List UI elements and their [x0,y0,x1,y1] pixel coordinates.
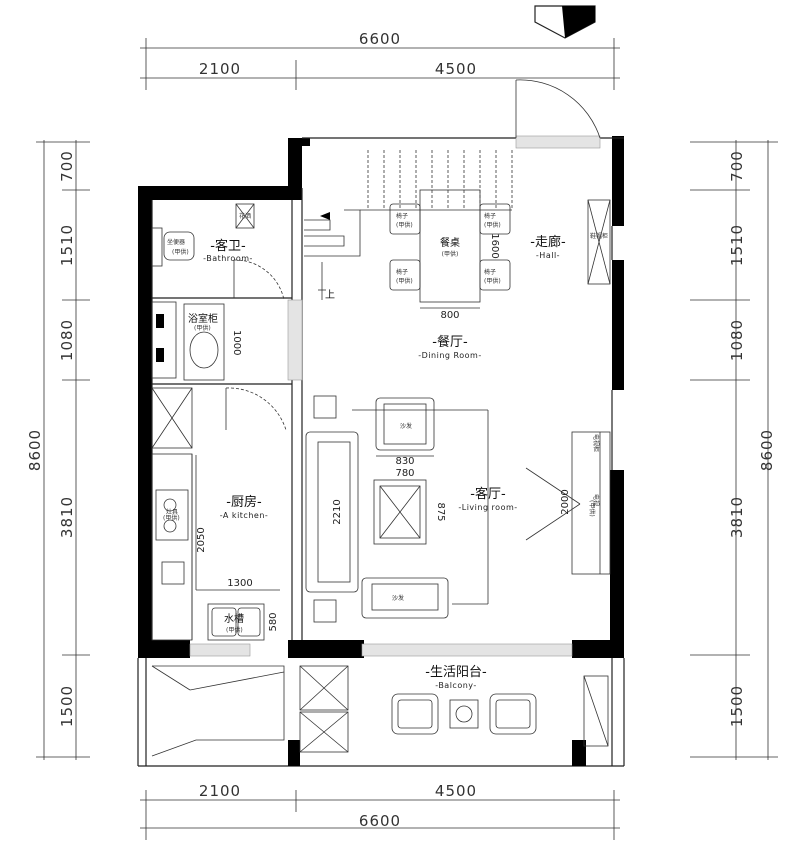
armchair-label: 沙发 [400,422,412,430]
dim-left-1080: 1080 [58,319,76,361]
vanity-height: 1000 [231,330,242,355]
table-sub: (甲供) [442,250,459,258]
sofa-bottom-label: 沙发 [392,594,404,602]
chair-2-sub: (甲供) [484,221,501,229]
dim-right-total: 8600 [758,429,776,471]
kitchen-width: 1300 [227,578,252,589]
hall-area: 鞋帽柜 [587,199,611,285]
table-width: 800 [440,310,459,321]
armchair-width: 830 [395,456,414,467]
dim-bottom-total: 6600 [359,812,401,830]
north-arrow-icon [534,5,596,39]
dim-top-right: 4500 [435,60,477,78]
table-height: 1600 [489,233,500,258]
dim-right-1510: 1510 [728,224,746,266]
kitchen-name-en: -A kitchen- [220,511,269,520]
dining-name-en: -Dining Room- [418,351,481,360]
dim-right-3810: 3810 [728,496,746,538]
dim-left-1500: 1500 [58,685,76,727]
tv-sub: (甲供) [588,500,596,517]
dining-area: 餐桌 (甲供) 800 1600 椅子 (甲供) 椅子 (甲供) 椅子 (甲供)… [389,189,511,321]
dimension-lines [36,38,778,840]
chair-4-sub: (甲供) [484,277,501,285]
coffee-table-width: 780 [395,468,414,479]
balcony-name: -生活阳台- [425,665,487,680]
entrance-door-icon [515,79,601,139]
dim-bottom-left: 2100 [199,782,241,800]
table-label: 餐桌 [440,236,460,249]
dim-left-700: 700 [58,150,76,182]
chair-2-label: 椅子 [484,212,496,220]
bathroom-name: -客卫- [210,238,246,254]
dim-top-left: 2100 [199,60,241,78]
chair-1-sub: (甲供) [396,221,413,229]
hall-name: -走廊- [530,234,566,250]
balcony-name-en: -Balcony- [435,681,477,690]
hall-name-en: -Hall- [536,251,560,260]
kitchen-height: 2050 [196,527,207,552]
dim-left-total: 8600 [26,429,44,471]
vanity-label: 浴室柜 [188,312,218,325]
tv-label: 电视 [592,494,600,506]
walls [138,136,624,658]
shower-label: 花洒 [239,212,251,220]
staircase: 上 [304,150,513,301]
vanity-sub: (甲供) [194,324,211,332]
chair-1-label: 椅子 [396,212,408,220]
chair-3-label: 椅子 [396,268,408,276]
sink-height: 580 [268,612,279,631]
shoe-cabinet-label: 鞋帽柜 [590,232,608,240]
dim-right-1500: 1500 [728,685,746,727]
living-area: 沙发 830 780 875 2210 沙发 电视柜 电视 (甲供) 2000 [305,395,611,623]
tv-cabinet-label: 电视柜 [592,434,600,452]
bathroom: 坐便器 (甲供) 花洒 浴室柜 (甲供) 1000 [151,203,285,381]
sink-sub: (甲供) [226,626,243,634]
dim-left-3810: 3810 [58,496,76,538]
stove-label: 灶具 [166,508,178,516]
dim-bottom-right: 4500 [435,782,477,800]
living-name: -客厅- [470,486,506,502]
interior-lines [137,135,625,767]
kitchen-name: -厨房- [226,494,262,510]
dim-right-700: 700 [728,150,746,182]
sofa-length: 2210 [332,499,343,524]
toilet-label: 坐便器 [167,238,185,246]
dim-right-1080: 1080 [728,319,746,361]
chair-4-label: 椅子 [484,268,496,276]
coffee-table-height: 875 [435,502,446,521]
living-name-en: -Living room- [458,503,517,512]
bathroom-name-en: -Bathroom- [203,254,253,263]
sink-label: 水槽 [224,612,244,625]
kitchen: 灶具 (甲供) 水槽 (甲供) 2050 1300 580 [151,387,287,641]
dining-name: -餐厅- [432,334,468,350]
dim-left-1510: 1510 [58,224,76,266]
dim-top-total: 6600 [359,30,401,48]
toilet-sub: (甲供) [172,248,189,256]
chair-3-sub: (甲供) [396,277,413,285]
tv-length: 2000 [560,489,571,514]
stove-sub: (甲供) [163,514,180,522]
balcony-area [151,665,609,757]
stair-up-label: 上 [325,289,335,301]
